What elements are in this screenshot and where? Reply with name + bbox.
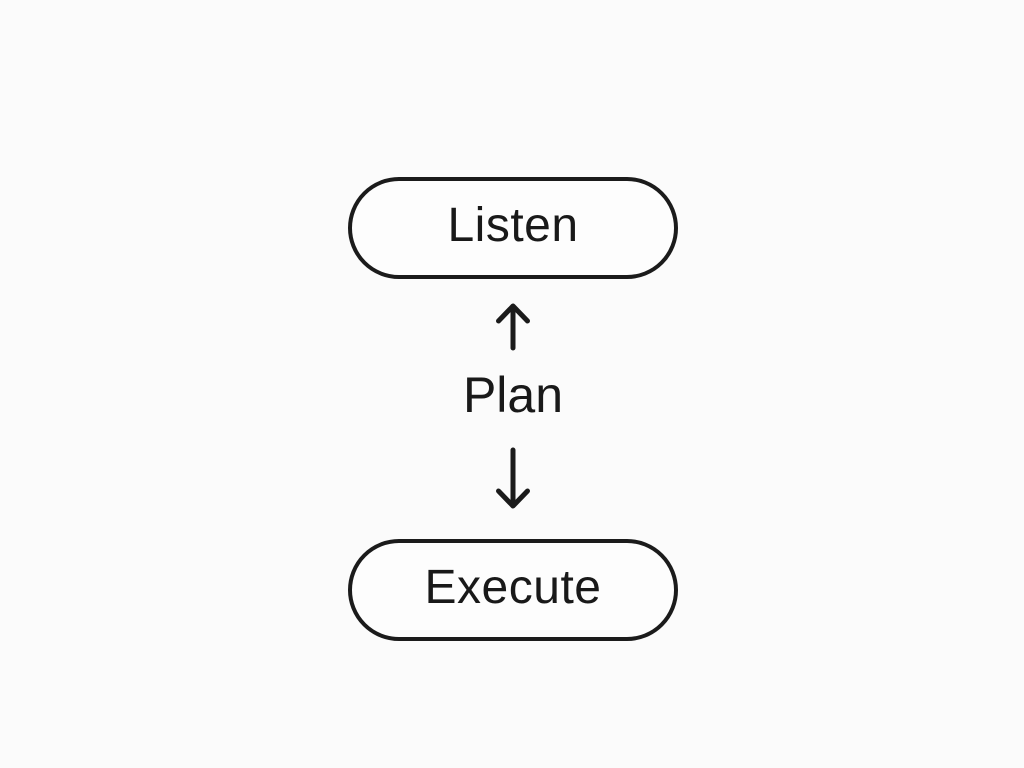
node-listen: Listen [348, 177, 678, 279]
arrow-down-icon [494, 447, 532, 511]
node-listen-label: Listen [447, 199, 579, 252]
node-execute-label: Execute [424, 561, 602, 614]
node-execute: Execute [348, 539, 678, 641]
arrow-up-icon [494, 301, 532, 351]
connector-plan-label: Plan [462, 367, 564, 423]
